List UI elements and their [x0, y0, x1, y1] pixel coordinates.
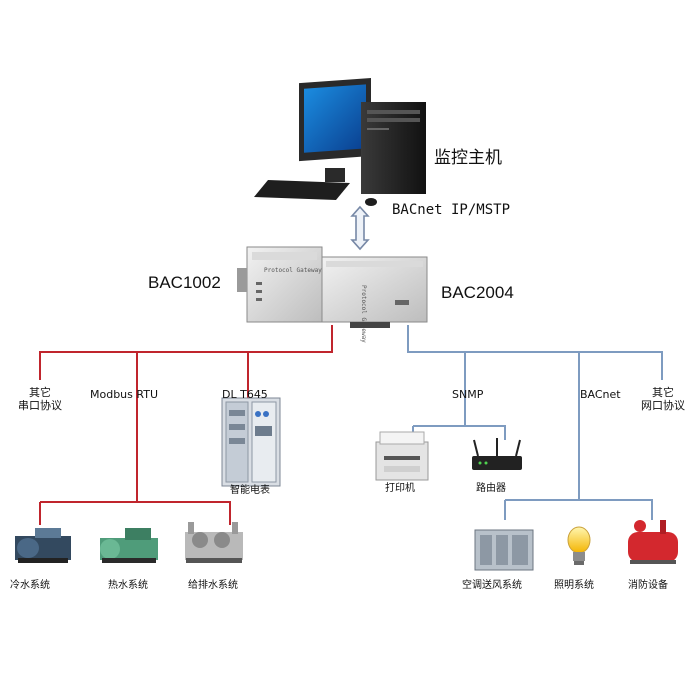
protocol-other-network: 其它 网口协议: [641, 386, 685, 412]
meter-label: 智能电表: [230, 485, 270, 496]
electric-cabinet-icon: [221, 397, 281, 487]
device-label-water-supply: 给排水系统: [188, 580, 238, 591]
svg-text:Protocol Gateway: Protocol Gateway: [264, 267, 322, 274]
protocol-dlt645: DL T645: [222, 388, 268, 401]
gateway-right-label: BAC2004: [441, 283, 514, 302]
device-label-hvac: 空调送风系统: [462, 580, 522, 591]
peripheral-label-router: 路由器: [476, 483, 506, 494]
protocol-bacnet: BACnet: [580, 388, 621, 401]
desktop-computer-icon: [254, 78, 426, 206]
hvac-unit-icon: [474, 529, 534, 571]
bidirectional-arrow-icon: [350, 205, 370, 251]
protocol-other-serial: 其它 串口协议: [18, 386, 62, 412]
link-protocol-label: BACnet IP/MSTP: [392, 202, 511, 218]
gateway-box-icon: Protocol Gateway: [237, 246, 323, 323]
router-icon: [472, 438, 522, 470]
device-label-lighting: 照明系统: [554, 580, 594, 591]
fire-equipment-icon: [628, 520, 678, 564]
protocol-modbus-rtu: Modbus RTU: [90, 388, 158, 401]
chiller-icon: [100, 528, 158, 563]
protocol-snmp: SNMP: [452, 388, 484, 401]
svg-text:Protocol Gateway: Protocol Gateway: [360, 285, 367, 343]
device-label-fire: 消防设备: [628, 580, 668, 591]
serial-bus-lines: [39, 325, 333, 525]
chiller-icon: [15, 528, 71, 563]
network-bus-lines: [407, 325, 663, 520]
gateway-box-icon: Protocol Gateway: [321, 256, 428, 343]
host-label: 监控主机: [434, 148, 502, 167]
light-bulb-icon: [567, 526, 591, 565]
water-pump-icon: [185, 522, 243, 563]
device-label-hot-water: 热水系统: [108, 580, 148, 591]
gateway-left-label: BAC1002: [148, 273, 221, 292]
device-label-chilled-water: 冷水系统: [10, 580, 50, 591]
printer-icon: [375, 431, 429, 481]
peripheral-label-printer: 打印机: [385, 483, 415, 494]
